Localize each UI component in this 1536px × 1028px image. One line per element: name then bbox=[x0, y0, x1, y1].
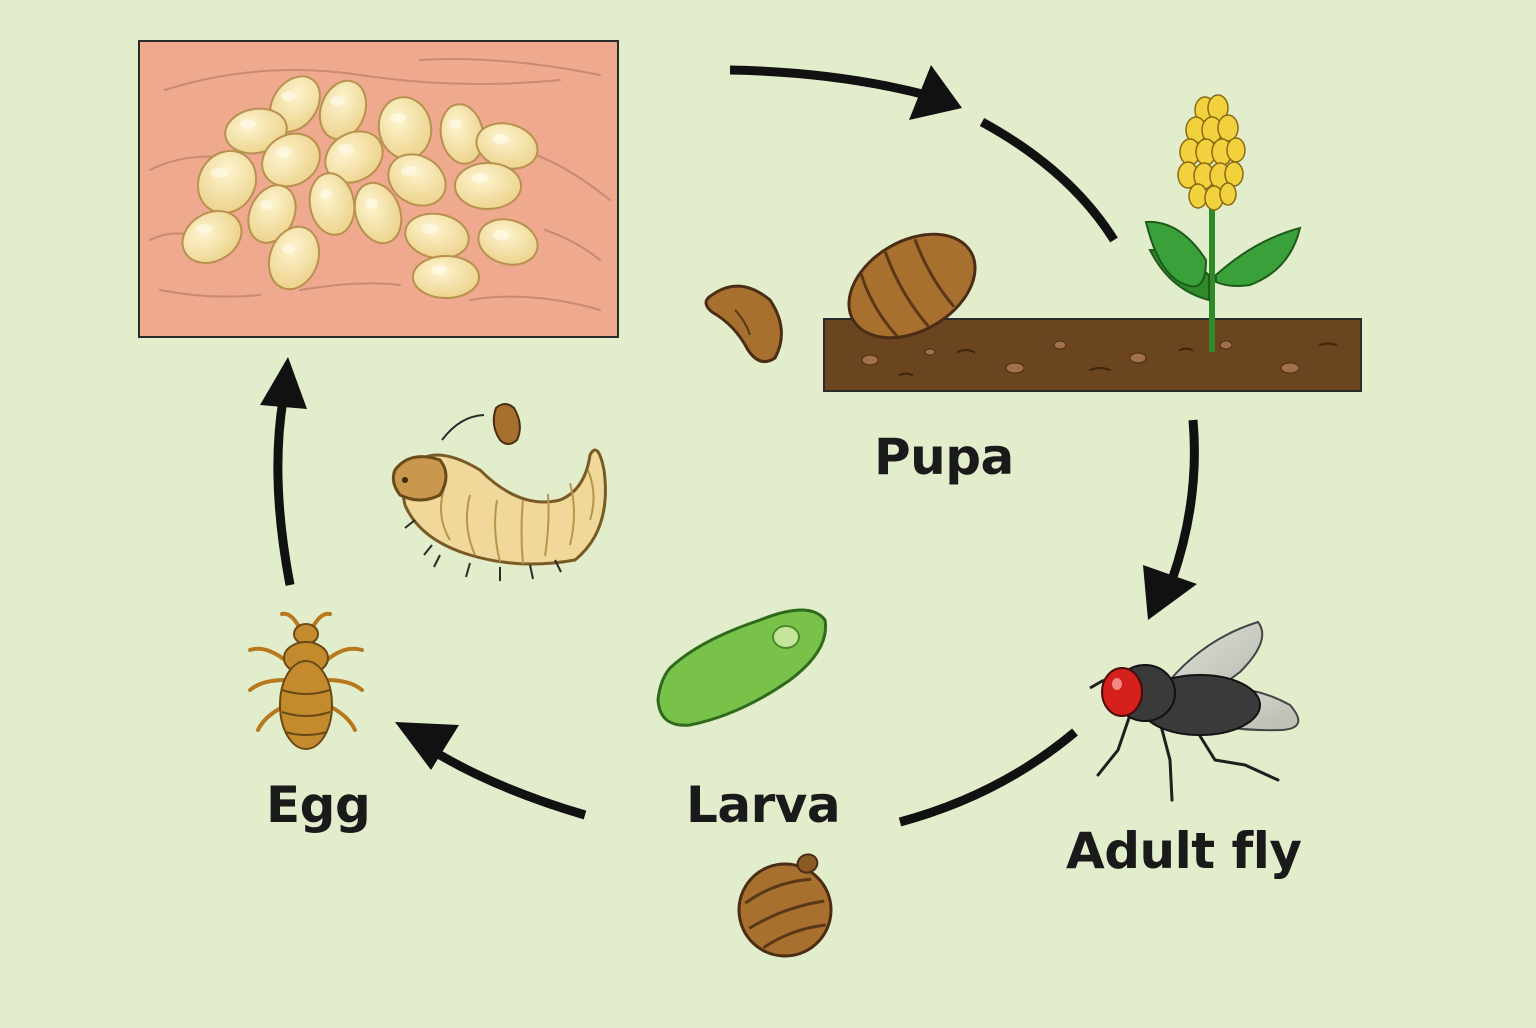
larva-icon bbox=[391, 448, 607, 581]
pupa-on-soil-icon bbox=[823, 232, 1362, 392]
stage-label-egg: Egg bbox=[266, 776, 371, 834]
adult-fly-icon bbox=[1089, 620, 1300, 802]
plant-icon bbox=[1144, 94, 1302, 352]
bottom-pupa-icon bbox=[737, 853, 833, 958]
arrow-bottom-left bbox=[437, 751, 587, 820]
stage-label-adult-fly: Adult fly bbox=[1066, 822, 1302, 880]
arrow-head-bottom-left bbox=[395, 722, 459, 770]
arrow-head-left bbox=[260, 357, 307, 409]
cucumber-icon bbox=[656, 608, 828, 727]
stage-label-larva: Larva bbox=[686, 776, 841, 834]
arrow-left bbox=[273, 399, 295, 586]
egg-cluster-icon bbox=[138, 40, 619, 338]
arrow-upper-right bbox=[979, 118, 1118, 243]
arrow-head-right bbox=[1143, 565, 1197, 620]
tiny-pupa-icon bbox=[441, 403, 521, 445]
arrow-top bbox=[729, 65, 932, 101]
stage-label-pupa: Pupa bbox=[874, 428, 1014, 486]
arrow-right bbox=[1167, 419, 1199, 582]
beetle-icon bbox=[248, 611, 364, 750]
arrow-lower-right bbox=[898, 728, 1078, 827]
arrow-heads bbox=[260, 65, 1197, 770]
small-pupa-icon bbox=[704, 284, 783, 364]
arrow-head-top bbox=[909, 65, 962, 120]
cycle-arrows bbox=[273, 65, 1199, 827]
